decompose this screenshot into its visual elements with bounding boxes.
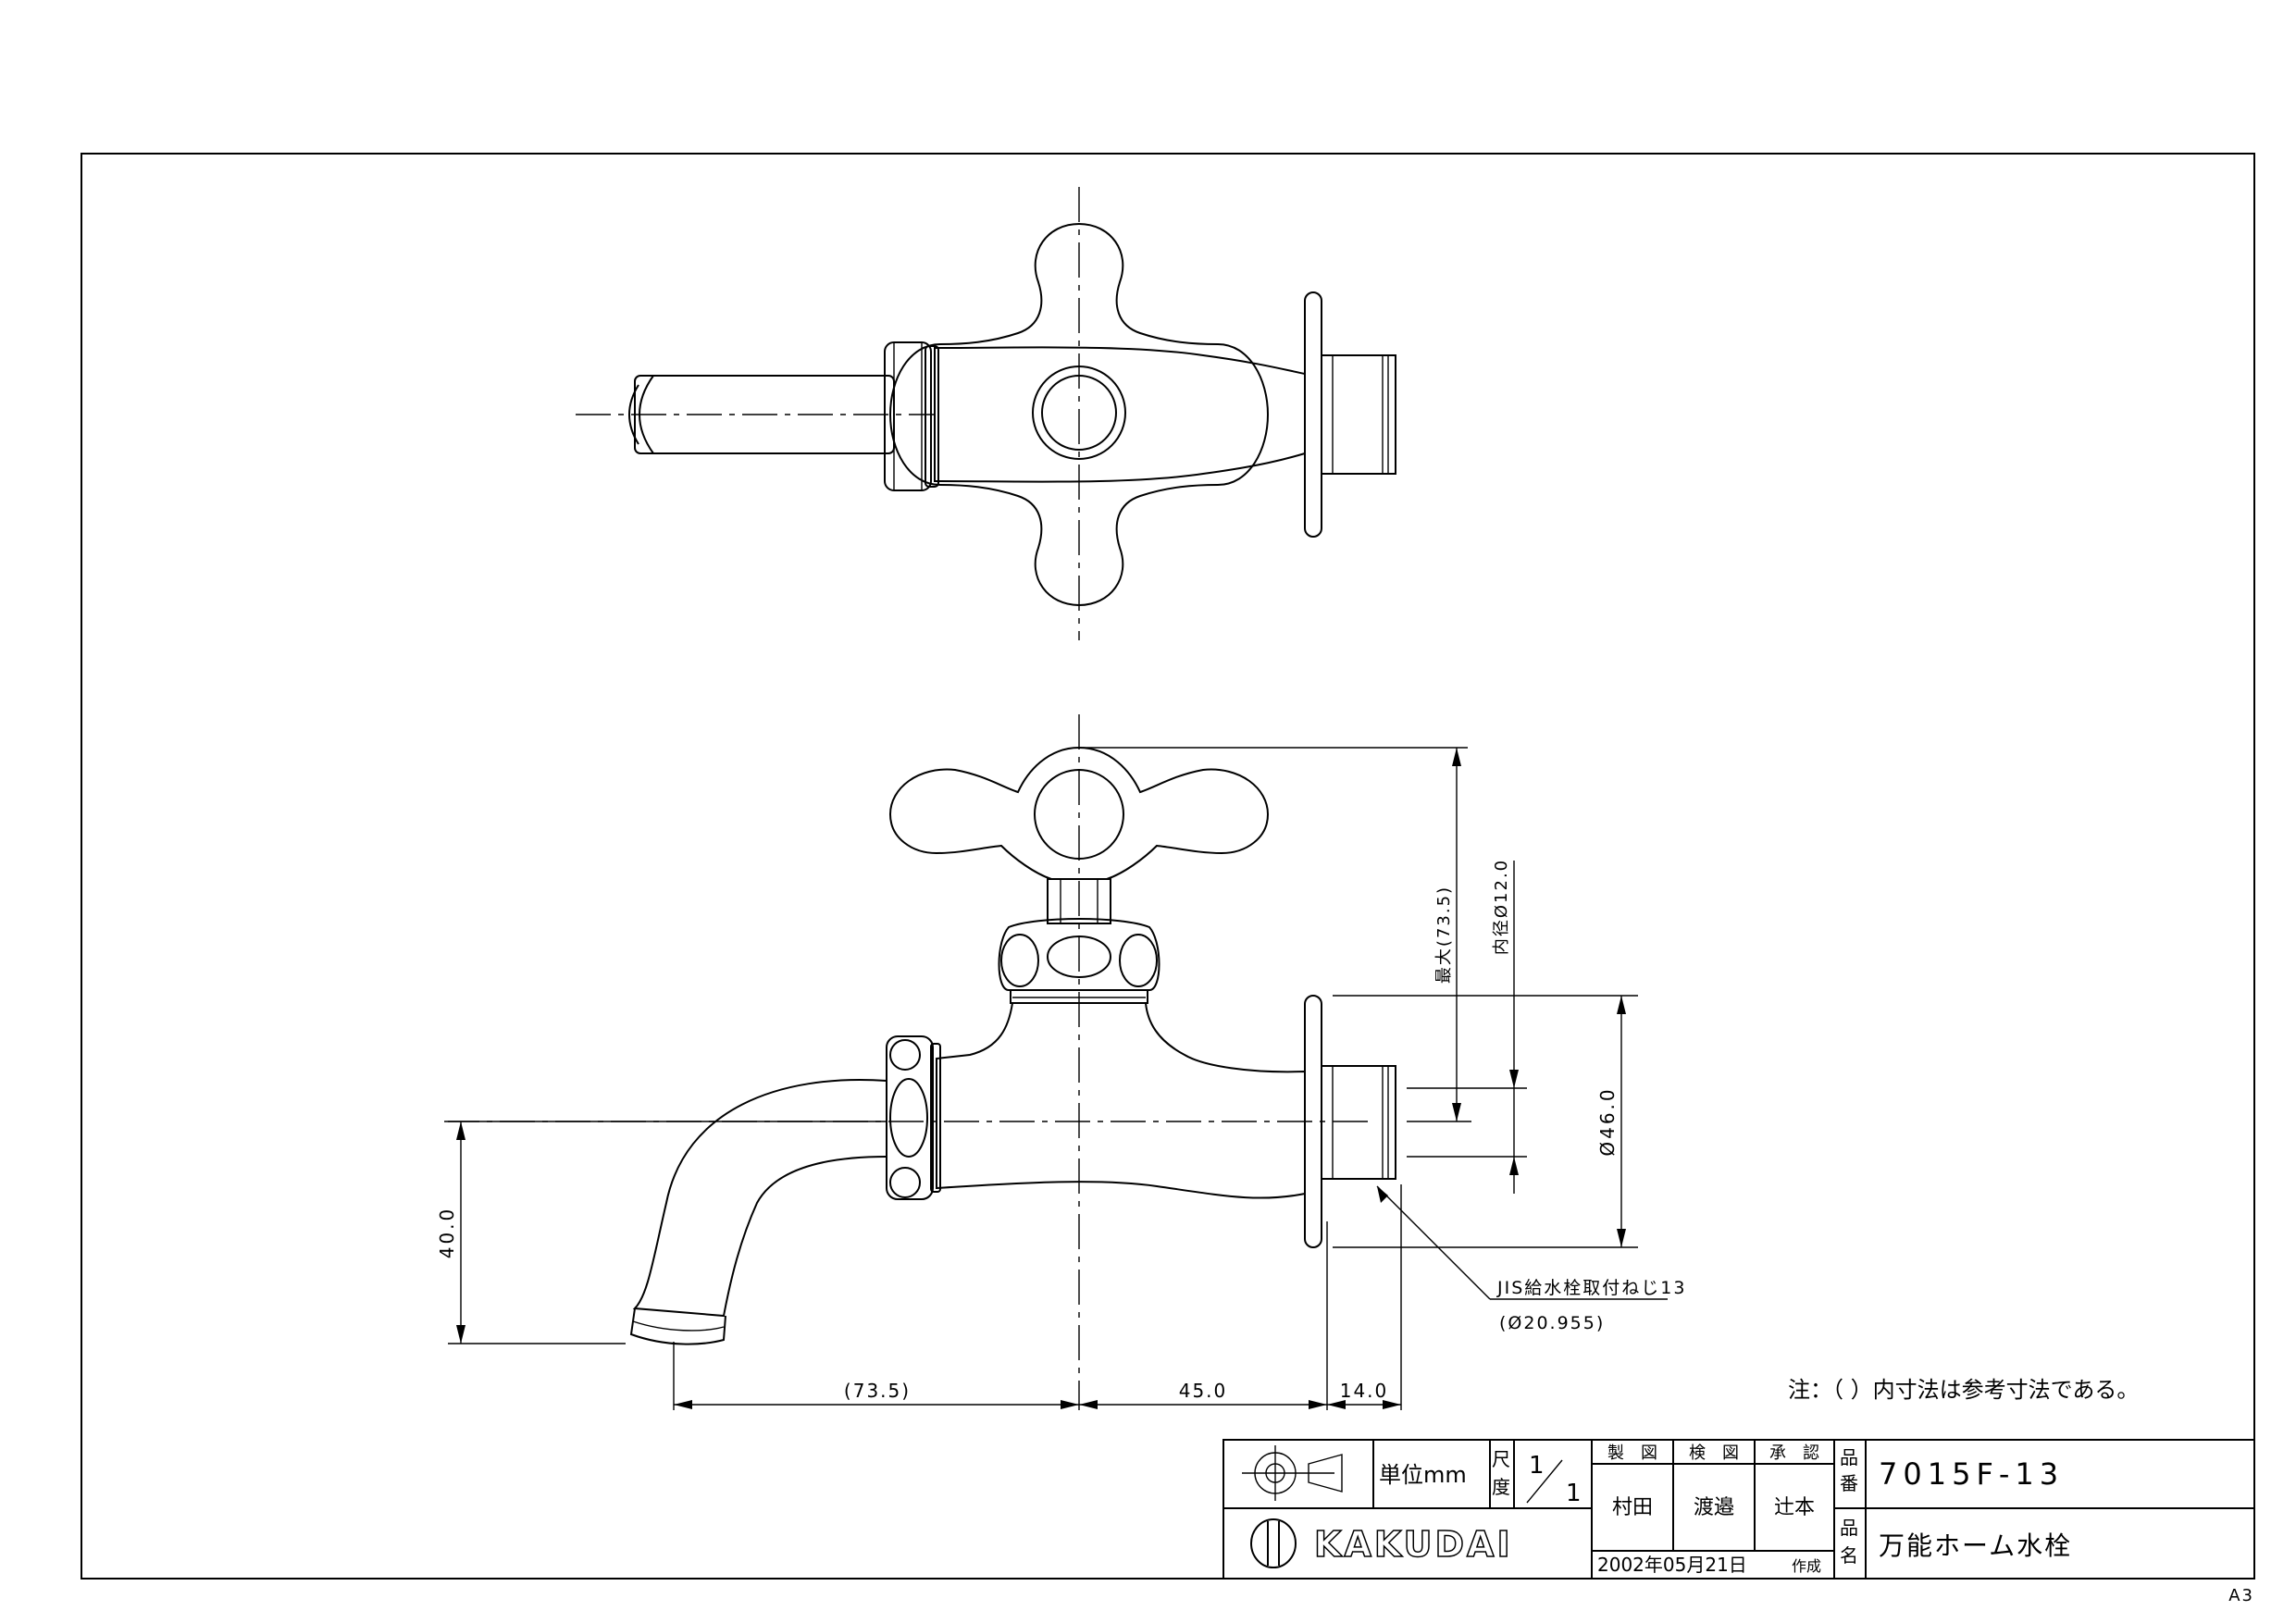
drawn-by: 村田 bbox=[1612, 1496, 1653, 1519]
part-number: 7015F-13 bbox=[1879, 1456, 2064, 1492]
dimension-labels: (73.5) 45.0 14.0 40.0 最大(73.5) 内径Ø12.0 Ø… bbox=[436, 859, 1686, 1402]
brand-name: KAKUDAI bbox=[1314, 1524, 1513, 1565]
dim-flange-diameter: Ø46.0 bbox=[1596, 1086, 1619, 1156]
thread-spec-label: JIS給水栓取付ねじ13 bbox=[1496, 1278, 1686, 1298]
sheet-border bbox=[81, 153, 2255, 1580]
kakudai-logo: KAKUDAI bbox=[1250, 1518, 1513, 1568]
created-label: 作成 bbox=[1792, 1557, 1821, 1575]
front-view bbox=[444, 714, 1396, 1410]
scale-slash bbox=[1526, 1459, 1563, 1504]
projection-symbol-icon bbox=[1242, 1445, 1343, 1501]
scale-denominator: 1 bbox=[1566, 1480, 1582, 1507]
part-no-label-2: 番 bbox=[1840, 1472, 1858, 1494]
checked-label: 検 図 bbox=[1689, 1443, 1739, 1463]
title-block: 単位mm 尺 度 1 1 KAKUDAI 製 図 検 図 承 認 村田 渡邉 辻… bbox=[1222, 1439, 2255, 1580]
part-no-label-1: 品 bbox=[1840, 1446, 1858, 1468]
scale-numerator: 1 bbox=[1529, 1452, 1545, 1480]
scale-label-1: 尺 bbox=[1492, 1448, 1510, 1470]
unit-label: 単位mm bbox=[1379, 1462, 1467, 1488]
drawn-label: 製 図 bbox=[1607, 1443, 1657, 1463]
part-name-label-1: 品 bbox=[1840, 1517, 1858, 1539]
dimension-lines bbox=[448, 747, 1668, 1410]
scale-label-2: 度 bbox=[1492, 1476, 1510, 1498]
part-name: 万能ホーム水栓 bbox=[1879, 1530, 2072, 1561]
drawing-date: 2002年05月21日 bbox=[1597, 1554, 1747, 1576]
dim-spout-drop: 40.0 bbox=[436, 1207, 458, 1259]
top-view bbox=[576, 187, 1396, 640]
thread-diameter-label: (Ø20.955) bbox=[1499, 1313, 1605, 1333]
sheet-size: A3 bbox=[2228, 1586, 2254, 1605]
dim-inner-diameter: 内径Ø12.0 bbox=[1492, 859, 1511, 955]
dim-max-height: 最大(73.5) bbox=[1434, 886, 1454, 984]
dim-thread-length: 14.0 bbox=[1340, 1380, 1389, 1402]
dim-body-to-flange: 45.0 bbox=[1179, 1380, 1228, 1402]
dim-spout-reach: (73.5) bbox=[844, 1380, 911, 1402]
approved-by: 辻本 bbox=[1774, 1496, 1815, 1519]
checked-by: 渡邉 bbox=[1694, 1496, 1734, 1519]
reference-note: 注：（ ）内寸法は参考寸法である。 bbox=[1788, 1377, 2139, 1403]
approved-label: 承 認 bbox=[1769, 1443, 1819, 1463]
part-name-label-2: 名 bbox=[1840, 1544, 1858, 1567]
